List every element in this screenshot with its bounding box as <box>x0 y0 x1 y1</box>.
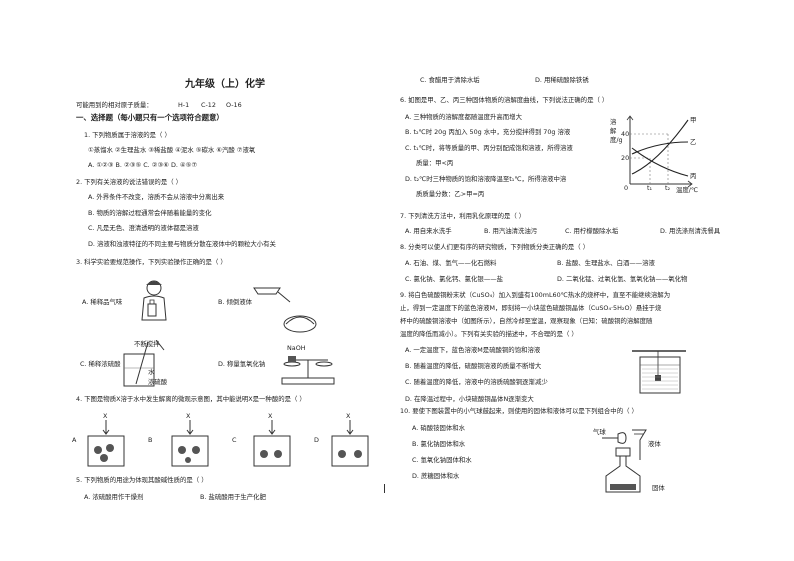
q9-line1: 9. 将白色硫酸铜粉末状（CuSO₄）加入到盛有100mL60℃热水的烧杯中，直… <box>400 291 671 299</box>
q3-c-note: 不断搅拌 <box>134 340 160 348</box>
q3-figure-dilute <box>123 340 165 387</box>
q6-solubility-figure <box>626 115 693 188</box>
q1-stem: 1. 下列物质属于溶液的是（ ） <box>84 131 171 139</box>
q6-option-d-line1: D. t₂℃时三种物质的饱和溶液降温至t₁℃，所得溶液中溶 <box>405 175 567 183</box>
q3-option-c: C. 稀释浓硫酸 <box>80 360 121 368</box>
q6-chart-origin: 0 <box>624 184 629 192</box>
q8-option-b: B. 盐酸、生理盐水、白酒——溶液 <box>557 259 655 267</box>
q3-stem: 3. 科学实验要规范操作，下列实验操作正确的是（ ） <box>76 258 227 266</box>
q3-option-d: D. 称量氢氧化钠 <box>218 360 266 368</box>
q3-figure-balance <box>281 356 335 385</box>
q8-stem: 8. 分类可以使人们更有序的研究物质，下列物质分类正确的是（ ） <box>400 243 590 251</box>
q6-chart-y40: 40 <box>621 130 630 138</box>
q5-option-b: B. 盐硫酸用于生产化肥 <box>200 493 266 501</box>
q3-c-acid: 浓硫酸 <box>148 378 168 386</box>
q10-option-b: B. 氯化钠固体和水 <box>412 440 466 448</box>
column-divider <box>384 484 385 493</box>
q4-beaker-b <box>171 420 209 467</box>
curve-yi <box>631 141 689 155</box>
q5-option-a: A. 浓硫酸用作干燥剂 <box>84 493 144 501</box>
q3-option-a: A. 稀释品气味 <box>82 298 123 306</box>
q6-chart-t2: t₂ <box>665 184 671 192</box>
atomic-mass-o: O-16 <box>226 101 242 109</box>
q6-option-c-line1: C. t₁℃时，将等质量的甲、丙分别配成饱和溶液，所得溶液 <box>405 144 573 152</box>
q4-beaker-c <box>253 420 291 467</box>
q6-option-b: B. t₂℃时 20g 丙加入 50g 水中，充分搅拌得到 70g 溶液 <box>405 128 571 136</box>
q4-label-a: A <box>72 436 77 444</box>
q6-option-c-line2: 质量：甲<丙 <box>416 159 454 167</box>
q4-x-d: X <box>346 412 351 420</box>
q1-options: A. ①②③ B. ②③⑤ C. ②③⑥ D. ④⑤⑦ <box>88 161 198 169</box>
q1-items: ①蒸馏水 ②生理盐水 ③稀盐酸 ④泥水 ⑤碳水 ⑥汽酸 ⑦液氧 <box>88 146 256 154</box>
q6-chart-xlabel: 温度/℃ <box>676 186 699 194</box>
q7-option-b: B. 用汽油清洗油污 <box>484 227 538 235</box>
atomic-mass-label: 可能用到的相对原子质量： <box>76 101 153 109</box>
q6-chart-t1: t₁ <box>647 184 653 192</box>
q3-option-b: B. 倾倒液体 <box>218 298 253 306</box>
q3-figure-pour <box>253 287 317 333</box>
q4-beaker-a <box>87 420 125 467</box>
curve-jia <box>631 119 689 175</box>
section-heading: 一、选择题（每小题只有一个选项符合题意） <box>76 113 224 122</box>
q5-option-d: D. 用稀硫酸除铁锈 <box>535 76 589 84</box>
q4-x-b: X <box>186 412 191 420</box>
q4-beaker-d <box>331 420 369 467</box>
q6-chart-bing: 丙 <box>690 172 697 180</box>
q8-option-d: D. 二氧化锰、过氧化氢、氢氧化钠——氧化物 <box>557 275 688 283</box>
q9-option-c: C. 随着温度的降低，溶液中的溶质硫酸铜逐渐减少 <box>405 378 548 386</box>
q2-option-c: C. 凡是无色、澄清透明的液体都是溶液 <box>88 224 199 232</box>
q4-label-d: D <box>314 436 319 444</box>
q9-option-a: A. 一定温度下，蓝色溶液M是硫酸铜的饱和溶液 <box>405 346 541 354</box>
q2-stem: 2. 下列有关溶液的说法错误的是（ ） <box>76 178 183 186</box>
atomic-mass-h: H-1 <box>178 101 190 109</box>
q6-chart-jia: 甲 <box>690 116 697 124</box>
q7-option-d: D. 用洗涤剂清洗餐具 <box>660 227 721 235</box>
page-title: 九年级（上）化学 <box>185 79 265 90</box>
q7-option-a: A. 用自来水洗手 <box>405 227 452 235</box>
q6-chart-ylabel: 溶解度/g <box>610 118 623 144</box>
q3-c-water: 水 <box>148 368 155 376</box>
q2-option-a: A. 外界条件不改变，溶质不会从溶液中分离出来 <box>88 193 225 201</box>
q7-stem: 7. 下列清洗方法中，利用乳化原理的是（ ） <box>400 212 526 220</box>
q10-option-c: C. 氢氧化钠固体和水 <box>412 456 472 464</box>
q10-flask-figure <box>602 429 647 493</box>
q4-x-a: X <box>103 412 108 420</box>
q4-stem: 4. 下图是物质X溶于水中发生解离的微观示意图，其中能说明X是一种酸的是（ ） <box>76 395 306 403</box>
q10-balloon-label: 气球 <box>593 428 606 436</box>
q6-chart-y20: 20 <box>621 154 630 162</box>
q9-line2: 止，得到一定温度下的蓝色溶液M，即刻将一小块蓝色硫酸铜晶体（CuSO₄·5H₂O… <box>400 304 662 312</box>
q2-option-d: D. 溶液和浊液特征的不同主要与物质分散在液体中的颗粒大小有关 <box>88 240 276 248</box>
q9-option-b: B. 随着温度的降低，硫酸铜溶液的质量不断增大 <box>405 362 542 370</box>
q6-option-a: A. 三种物质的溶解度都随温度升高而增大 <box>405 113 522 121</box>
q9-crystal-beaker-figure <box>632 350 686 394</box>
q3-d-label: NaOH <box>287 344 306 352</box>
q9-line4: 温度的降低而减小）。下列有关实验的描述中，不合理的是（ ） <box>400 330 578 338</box>
q2-option-b: B. 物质的溶解过程通常会伴随着能量的变化 <box>88 209 212 217</box>
q10-option-d: D. 蔗糖固体和水 <box>412 472 460 480</box>
q10-solid-label: 固体 <box>652 484 665 492</box>
q5-stem: 5. 下列物质的用途为体现其酸碱性质的是（ ） <box>76 476 208 484</box>
curve-bing <box>631 147 689 177</box>
q5-option-c: C. 食醋用于清除水垢 <box>420 76 480 84</box>
q6-stem: 6. 如图是甲、乙、丙三种固体物质的溶解度曲线，下列说法正确的是（ ） <box>400 96 609 104</box>
q9-line3: 杯中的硫酸铜溶液中（如图所示），自然冷却至室温，观察现象（已知：硫酸铜的溶解度随 <box>400 317 653 325</box>
q10-option-a: A. 硝酸铵固体和水 <box>412 424 466 432</box>
q4-label-b: B <box>148 436 153 444</box>
q6-chart-yi: 乙 <box>690 138 697 146</box>
q10-stem: 10. 要使下图装置中的小气球鼓起来，则使用的固体和液体可以是下列组合中的（ ） <box>400 407 638 415</box>
q10-liquid-label: 液体 <box>648 440 661 448</box>
q7-option-c: C. 用柠檬酸除水垢 <box>565 227 619 235</box>
q8-option-a: A. 石油、煤、氢气——化石燃料 <box>405 259 497 267</box>
q4-x-c: X <box>268 412 273 420</box>
q6-option-d-line2: 质质量分数：乙>甲=丙 <box>416 190 485 198</box>
q3-figure-smell <box>141 280 167 321</box>
atomic-mass-c: C-12 <box>201 101 216 109</box>
q8-option-c: C. 氯化钠、氯化钙、氯化银——盐 <box>405 275 503 283</box>
q4-label-c: C <box>232 436 237 444</box>
q9-option-d: D. 在降温过程中，小块硫酸铜晶体N逐渐变大 <box>405 395 534 403</box>
